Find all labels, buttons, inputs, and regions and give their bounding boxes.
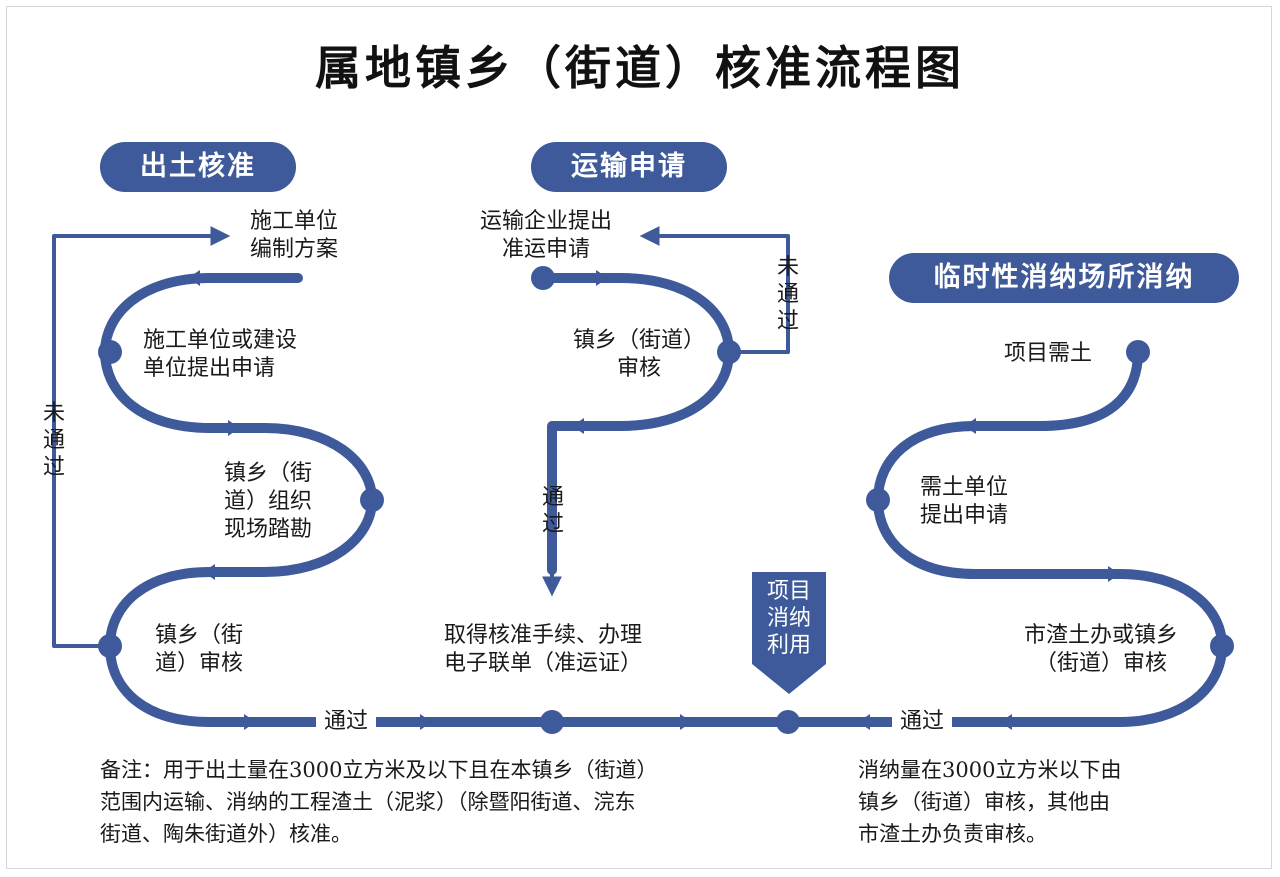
step-review-mid: 镇乡（街道） 审核: [572, 328, 705, 381]
node-transport-start: [531, 266, 555, 290]
node-permit: [540, 710, 564, 734]
section-excavation: 出土核准: [100, 142, 296, 192]
note-left: 备注：用于出土量在3000立方米及以下且在本镇乡（街道） 范围内运输、消纳的工程…: [100, 758, 658, 846]
label-fail-left: 未通过: [42, 401, 65, 480]
section-transport: 运输申请: [531, 142, 727, 192]
node-need-soil: [1126, 340, 1150, 364]
step-plan: 施工单位 编制方案: [250, 209, 339, 262]
disposal-badge: [752, 572, 826, 694]
middle-track: [538, 273, 734, 575]
arrow-left-top: [188, 270, 200, 286]
step-need-soil: 项目需土: [1004, 341, 1093, 366]
step-need-apply: 需土单位 提出申请: [920, 475, 1009, 528]
label-fail-mid: 未通过: [776, 255, 799, 334]
label-pass-bottom-right: 通过: [892, 708, 953, 736]
arrow-bottom-2: [420, 714, 432, 730]
arrow-middle-top: [596, 270, 608, 286]
step-survey: 镇乡（街 道）组织 现场踏勘: [224, 461, 313, 542]
arrow-left-mid: [228, 420, 240, 436]
step-review-right: 市渣土办或镇乡 （街道）审核: [1023, 623, 1178, 676]
node-review-mid: [717, 340, 741, 364]
arrow-right-lower: [1108, 566, 1120, 582]
arrow-bottom-4: [858, 714, 870, 730]
node-disposal: [776, 710, 800, 734]
arrow-right-upper: [964, 418, 976, 434]
page-frame: [6, 6, 1272, 869]
node-need-apply: [866, 488, 890, 512]
page-title: 属地镇乡（街道）核准流程图: [315, 41, 965, 95]
step-apply: 施工单位或建设 单位提出申请: [143, 328, 298, 381]
step-permit: 取得核准手续、办理 电子联单（准运证）: [444, 623, 643, 676]
middle-fail-loop: [639, 226, 790, 354]
arrow-left-lower: [203, 564, 215, 580]
node-survey: [360, 488, 384, 512]
arrow-bottom-5: [1000, 714, 1012, 730]
label-pass-mid: 通过: [541, 485, 564, 537]
section-temporary: 临时性消纳场所消纳: [889, 253, 1239, 303]
label-pass-bottom-left: 通过: [316, 708, 377, 736]
arrow-bottom-3: [680, 714, 692, 730]
note-right: 消纳量在3000立方米以下由 镇乡（街道）审核，其他由 市渣土办负责审核。: [858, 758, 1122, 846]
node-review-right: [1210, 634, 1234, 658]
badge-text: 项目 消纳 利用: [766, 579, 811, 658]
left-track: [100, 273, 1227, 727]
node-apply: [98, 340, 122, 364]
node-review-left: [98, 634, 122, 658]
left-fail-loop: [52, 226, 231, 648]
step-review-left: 镇乡（街 道）审核: [155, 623, 244, 676]
arrow-middle-lower: [572, 418, 584, 434]
arrow-bottom-1: [244, 714, 256, 730]
step-transport-apply: 运输企业提出 准运申请: [479, 209, 612, 262]
